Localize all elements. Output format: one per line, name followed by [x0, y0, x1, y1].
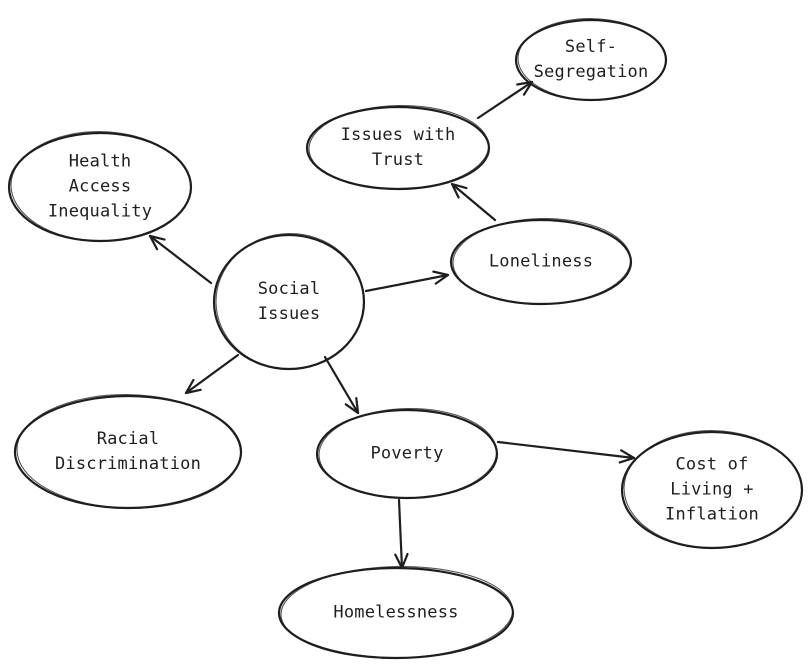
- node-label-self-segregation: Self- Segregation: [534, 35, 649, 85]
- node-issues-with-trust[interactable]: [305, 104, 491, 191]
- node-label-loneliness: Loneliness: [489, 250, 593, 275]
- arrowhead: [148, 234, 166, 251]
- arrowhead: [184, 378, 202, 395]
- edge-poverty-to-cost-of-living-inflation: [496, 440, 636, 464]
- node-label-line: Loneliness: [488, 251, 594, 272]
- node-label-line: Health: [68, 151, 132, 172]
- node-label-line: Inequality: [47, 201, 153, 222]
- node-poverty[interactable]: [315, 407, 499, 500]
- arrowhead: [344, 396, 360, 415]
- node-label-line: Homelessness: [333, 602, 459, 623]
- node-racial-discrimination[interactable]: [13, 392, 243, 510]
- edges-layer: [148, 80, 636, 570]
- node-label-line: Issues with: [340, 125, 456, 145]
- node-label-line: Cost of: [675, 454, 749, 475]
- node-outline-sketch: [318, 408, 498, 499]
- node-label-line: Self-: [564, 37, 618, 57]
- node-label-homelessness: Homelessness: [333, 601, 458, 626]
- node-label-line: Segregation: [533, 62, 649, 82]
- edge-line: [148, 234, 213, 285]
- edge-poverty-to-homelessness: [394, 498, 409, 570]
- node-outline-sketch: [215, 233, 365, 370]
- node-label-line: Discrimination: [54, 454, 202, 474]
- nodes-layer: [7, 17, 804, 660]
- node-loneliness[interactable]: [449, 217, 633, 306]
- edge-line: [364, 273, 450, 293]
- node-label-line: Racial: [96, 429, 160, 449]
- node-outline-sketch: [517, 18, 667, 101]
- edge-line: [450, 182, 497, 222]
- node-outline-sketch: [452, 218, 632, 305]
- node-health-access-inequality[interactable]: [7, 130, 193, 243]
- edge-social-issues-to-racial-discrimination: [184, 353, 240, 395]
- node-self-segregation[interactable]: [514, 17, 668, 102]
- node-outline-sketch: [280, 565, 514, 659]
- node-label-line: Living +: [670, 479, 754, 500]
- node-label-cost-of-living-inflation: Cost of Living + Inflation: [665, 453, 759, 528]
- arrowhead: [618, 449, 636, 464]
- node-homelessness[interactable]: [277, 564, 515, 660]
- edge-loneliness-to-issues-with-trust: [450, 182, 497, 222]
- node-outline-sketch: [308, 105, 490, 190]
- node-outline-sketch: [623, 430, 803, 549]
- node-label-line: Inflation: [665, 504, 759, 525]
- node-label-line: Poverty: [370, 443, 444, 464]
- edge-social-issues-to-loneliness: [364, 270, 450, 293]
- edge-line: [323, 355, 360, 415]
- edge-issues-with-trust-to-self-segregation: [476, 80, 534, 120]
- node-cost-of-living-inflation[interactable]: [620, 429, 804, 550]
- edge-line: [496, 440, 636, 460]
- edge-line: [184, 353, 240, 395]
- edge-social-issues-to-health-access-inequality: [148, 234, 213, 285]
- edge-social-issues-to-poverty: [323, 355, 360, 415]
- arrowhead: [432, 270, 450, 285]
- edge-line: [476, 80, 534, 120]
- node-label-line: Issues: [257, 304, 321, 324]
- node-outline-sketch: [10, 131, 192, 242]
- edge-line: [397, 498, 404, 570]
- node-label-poverty: Poverty: [370, 442, 443, 467]
- arrowhead: [450, 182, 468, 199]
- node-outline-sketch: [16, 394, 242, 509]
- node-label-line: Trust: [371, 150, 425, 170]
- node-label-line: Social: [257, 279, 321, 299]
- node-social-issues[interactable]: [212, 232, 366, 371]
- node-label-line: Access: [68, 176, 132, 197]
